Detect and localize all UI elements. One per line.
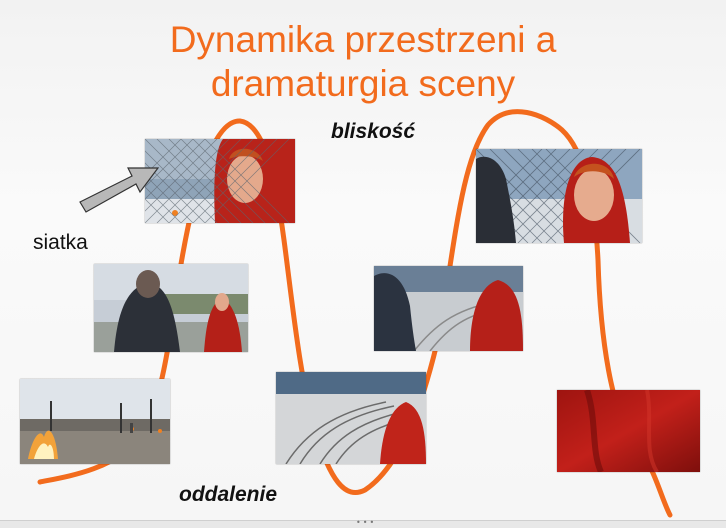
slide-title: Dynamika przestrzeni a dramaturgia sceny [0,18,726,106]
label-distance: oddalenie [179,483,278,506]
label-fence: siatka [33,231,88,254]
photo-fire-yard [20,379,170,464]
photo-woman-fence-closeup [145,139,295,223]
photo-couple-tracks-blurred [374,266,523,351]
title-line-2: dramaturgia sceny [210,63,516,104]
viewer-bottom-bar [0,520,726,528]
label-closeness: bliskość [331,120,416,143]
photo-railway-tracks [276,372,426,464]
title-line-1: Dynamika przestrzeni a [169,19,557,60]
pager-dots[interactable]: ••• [356,518,377,527]
photo-couple-fence-closeup [476,149,642,243]
photo-red-cloth [557,390,700,472]
arrow-icon [79,167,160,213]
photo-man-woman-yard [94,264,248,352]
